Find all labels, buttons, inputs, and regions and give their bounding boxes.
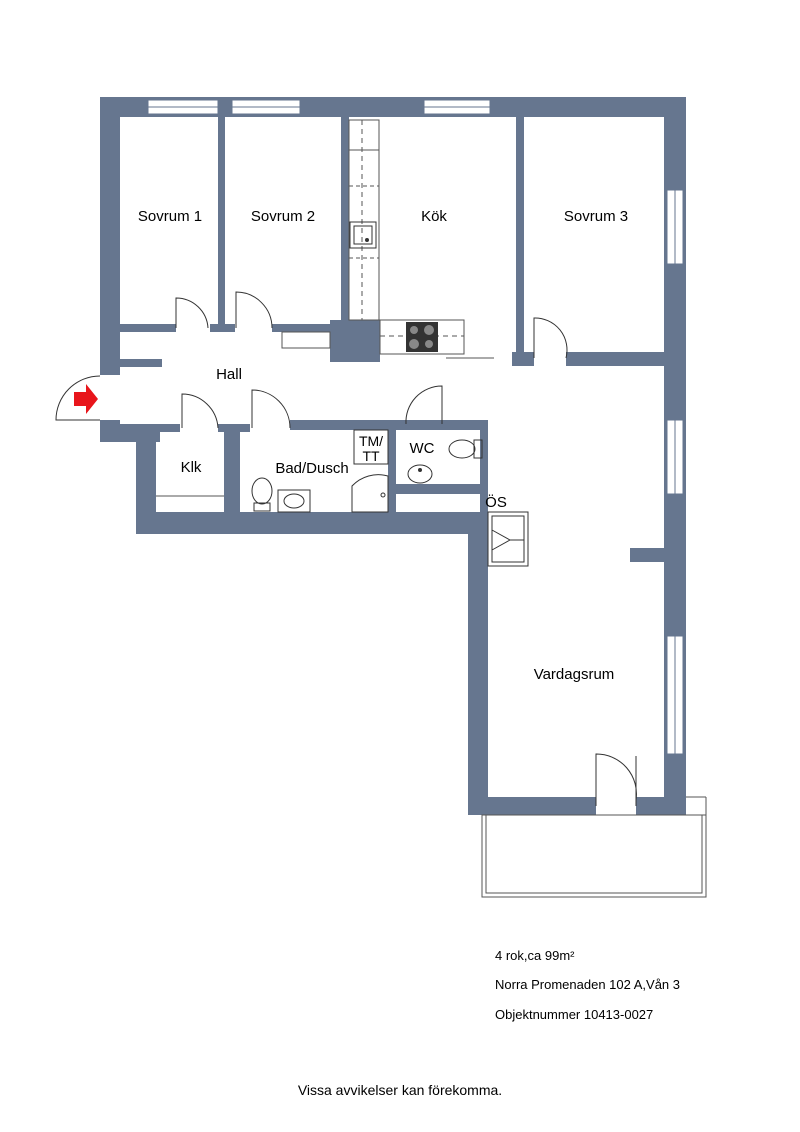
room-label-bad: Bad/Dusch [275, 460, 348, 477]
doors [55, 291, 637, 806]
room-label-klk: Klk [181, 459, 202, 476]
room-label-tt: TT [362, 448, 380, 464]
room-label-vardagsrum: Vardagsrum [534, 666, 615, 683]
hall-shelf [281, 331, 331, 349]
room-label-sovrum1: Sovrum 1 [138, 208, 202, 225]
walls [100, 97, 686, 815]
room-label-tm: TM/ [359, 433, 383, 449]
room-label-kok: Kök [421, 208, 447, 225]
room-label-os: ÖS [485, 493, 507, 511]
object-number: Objektnummer 10413-0027 [495, 1007, 654, 1022]
room-label-sovrum3: Sovrum 3 [564, 208, 628, 225]
room-label-wc: WC [410, 440, 435, 457]
room-label-sovrum2: Sovrum 2 [251, 208, 315, 225]
washbasin-icon [277, 489, 311, 513]
apartment-size: 4 rok,ca 99m² [495, 948, 575, 963]
fireplace-icon [487, 511, 529, 567]
bathroom-fixtures [251, 429, 483, 513]
kitchen-sink-icon [349, 221, 377, 249]
shower-icon [351, 474, 389, 513]
stove-icon [406, 322, 438, 352]
apartment-address: Norra Promenaden 102 A,Vån 3 [495, 977, 681, 992]
entrance-arrow-icon [74, 384, 98, 414]
room-label-hall: Hall [216, 366, 242, 383]
balcony [481, 796, 707, 898]
wc-toilet-icon [473, 439, 483, 459]
wc-basin-icon [407, 464, 433, 484]
disclaimer: Vissa avvikelser kan förekomma. [297, 1082, 503, 1098]
windows [147, 99, 684, 755]
kitchen-counter [348, 119, 494, 359]
toilet-icon [253, 502, 271, 512]
